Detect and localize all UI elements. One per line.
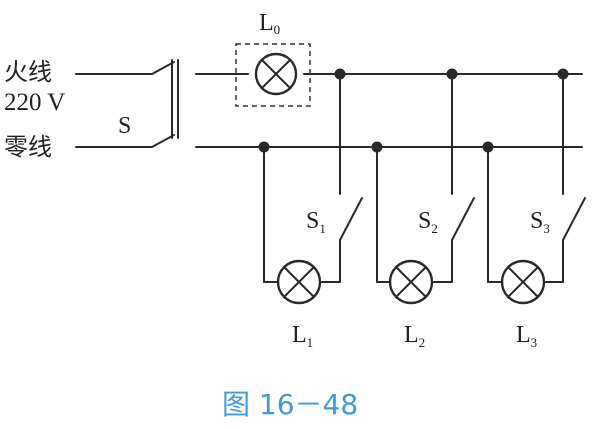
lamp3-icon xyxy=(500,259,546,305)
lamp0-icon xyxy=(254,52,298,96)
lamp3-label: L3 xyxy=(516,322,537,350)
voltage-label: 220 V xyxy=(4,89,65,116)
lamp2-label: L2 xyxy=(404,322,425,350)
live-wire-label: 火线 xyxy=(4,58,52,86)
lamp0-dashed-box xyxy=(235,43,311,107)
lamp0-label: L0 xyxy=(259,10,280,37)
lamp1-icon xyxy=(276,259,322,305)
switch3-label: S3 xyxy=(530,208,550,236)
main-switch xyxy=(151,59,179,148)
lamp2-icon xyxy=(388,259,434,305)
switch2-label: S2 xyxy=(418,208,438,236)
switch1-label: S1 xyxy=(306,208,326,236)
branch-2 xyxy=(376,73,475,283)
main-switch-label: S xyxy=(118,113,131,139)
neutral-wire-label: 零线 xyxy=(4,133,52,161)
branch-3 xyxy=(487,73,586,283)
lamp1-label: L1 xyxy=(292,322,313,350)
branch-1 xyxy=(263,73,363,283)
figure-caption: 图 16－48 xyxy=(222,388,358,421)
